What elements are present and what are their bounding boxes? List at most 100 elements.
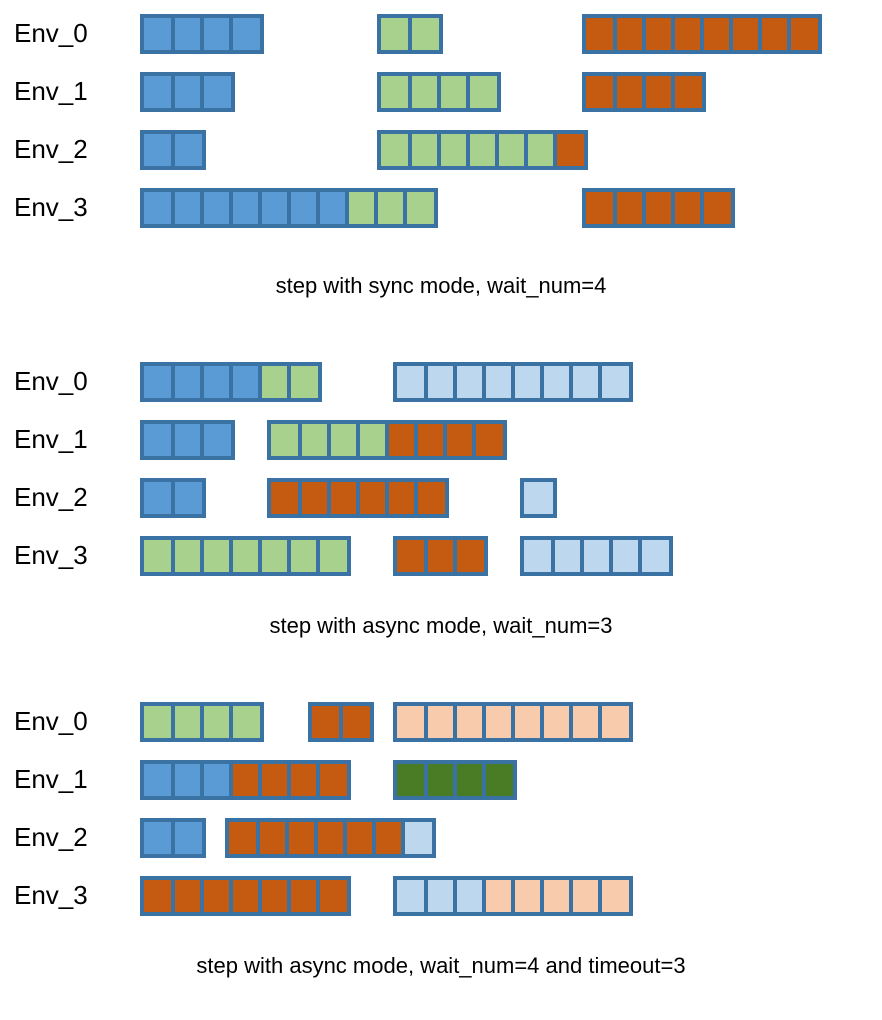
- step-cell-green: [300, 424, 329, 456]
- env-row-label: Env_0: [14, 366, 88, 396]
- section-caption: step with sync mode, wait_num=4: [275, 273, 607, 298]
- step-cell-green: [347, 192, 376, 224]
- step-block: [377, 130, 588, 170]
- step-cell-orange: [789, 18, 818, 50]
- step-block: [393, 536, 488, 576]
- step-cell-green: [410, 134, 439, 166]
- step-block: [582, 72, 706, 112]
- step-cell-light-blue: [542, 366, 571, 398]
- step-cell-orange: [702, 192, 731, 224]
- step-cell-blue: [144, 424, 173, 456]
- step-cell-green: [439, 134, 468, 166]
- step-cell-green: [289, 366, 318, 398]
- step-cell-light-orange: [600, 880, 629, 912]
- step-cell-orange: [586, 18, 615, 50]
- step-cell-light-orange: [571, 880, 600, 912]
- step-cell-orange: [345, 822, 374, 854]
- step-cell-orange: [231, 764, 260, 796]
- step-cell-orange: [289, 764, 318, 796]
- step-block: [140, 536, 351, 576]
- step-cell-blue: [173, 764, 202, 796]
- step-cell-blue: [144, 76, 173, 108]
- env-row: Env_3: [0, 532, 882, 578]
- step-cell-light-blue: [455, 366, 484, 398]
- step-cell-light-blue: [397, 880, 426, 912]
- step-cell-orange: [318, 880, 347, 912]
- step-cell-orange: [271, 482, 300, 514]
- step-cell-orange: [555, 134, 584, 166]
- step-cell-blue: [173, 822, 202, 854]
- step-cell-green: [497, 134, 526, 166]
- step-block: [393, 760, 517, 800]
- step-block: [140, 72, 235, 112]
- step-cell-blue: [144, 822, 173, 854]
- step-cell-light-blue: [600, 366, 629, 398]
- step-cell-green: [173, 540, 202, 572]
- step-cell-orange: [644, 18, 673, 50]
- step-cell-orange: [731, 18, 760, 50]
- env-row-label: Env_0: [14, 706, 88, 736]
- step-block: [140, 14, 264, 54]
- step-cell-green: [289, 540, 318, 572]
- step-cell-dark-green: [455, 764, 484, 796]
- env-row-track: [130, 184, 882, 230]
- step-cell-blue: [173, 134, 202, 166]
- env-row-label: Env_2: [14, 822, 88, 852]
- step-cell-orange: [173, 880, 202, 912]
- env-row-label: Env_1: [14, 764, 88, 794]
- step-cell-orange: [426, 540, 455, 572]
- step-cell-blue: [202, 366, 231, 398]
- env-row-label: Env_2: [14, 482, 88, 512]
- step-cell-orange: [445, 424, 474, 456]
- step-cell-light-blue: [553, 540, 582, 572]
- step-cell-light-blue: [611, 540, 640, 572]
- step-cell-orange: [202, 880, 231, 912]
- step-cell-blue: [231, 366, 260, 398]
- step-cell-green: [202, 540, 231, 572]
- env-row: Env_3: [0, 184, 882, 230]
- step-cell-green: [231, 706, 260, 738]
- env-row: Env_2: [0, 474, 882, 520]
- step-cell-blue: [173, 424, 202, 456]
- step-block: [140, 130, 206, 170]
- env-row-label: Env_0: [14, 18, 88, 48]
- step-cell-light-blue: [513, 366, 542, 398]
- step-cell-orange: [289, 880, 318, 912]
- step-cell-orange: [615, 18, 644, 50]
- step-cell-light-blue: [582, 540, 611, 572]
- step-block: [520, 478, 557, 518]
- step-cell-orange: [300, 482, 329, 514]
- step-cell-green: [468, 76, 497, 108]
- step-cell-orange: [229, 822, 258, 854]
- step-cell-dark-green: [426, 764, 455, 796]
- step-block: [393, 362, 633, 402]
- step-cell-orange: [231, 880, 260, 912]
- step-cell-blue: [144, 764, 173, 796]
- step-block: [140, 362, 322, 402]
- env-row-track: [130, 532, 882, 578]
- step-cell-green: [358, 424, 387, 456]
- step-cell-orange: [416, 482, 445, 514]
- step-cell-orange: [673, 18, 702, 50]
- env-row-track: [130, 756, 882, 802]
- step-cell-orange: [397, 540, 426, 572]
- step-cell-green: [318, 540, 347, 572]
- env-row-track: [130, 416, 882, 462]
- step-cell-green: [381, 76, 410, 108]
- env-row-track: [130, 698, 882, 744]
- step-cell-green: [526, 134, 555, 166]
- step-block: [267, 478, 449, 518]
- step-block: [377, 72, 501, 112]
- step-cell-green: [381, 134, 410, 166]
- step-cell-blue: [231, 192, 260, 224]
- step-cell-blue: [202, 424, 231, 456]
- step-block: [267, 420, 507, 460]
- step-cell-blue: [173, 366, 202, 398]
- env-row-label: Env_1: [14, 424, 88, 454]
- step-cell-orange: [329, 482, 358, 514]
- step-cell-green: [376, 192, 405, 224]
- step-cell-orange: [644, 192, 673, 224]
- step-cell-orange: [673, 76, 702, 108]
- section-caption: step with async mode, wait_num=4 and tim…: [196, 953, 686, 978]
- env-row: Env_2: [0, 814, 882, 860]
